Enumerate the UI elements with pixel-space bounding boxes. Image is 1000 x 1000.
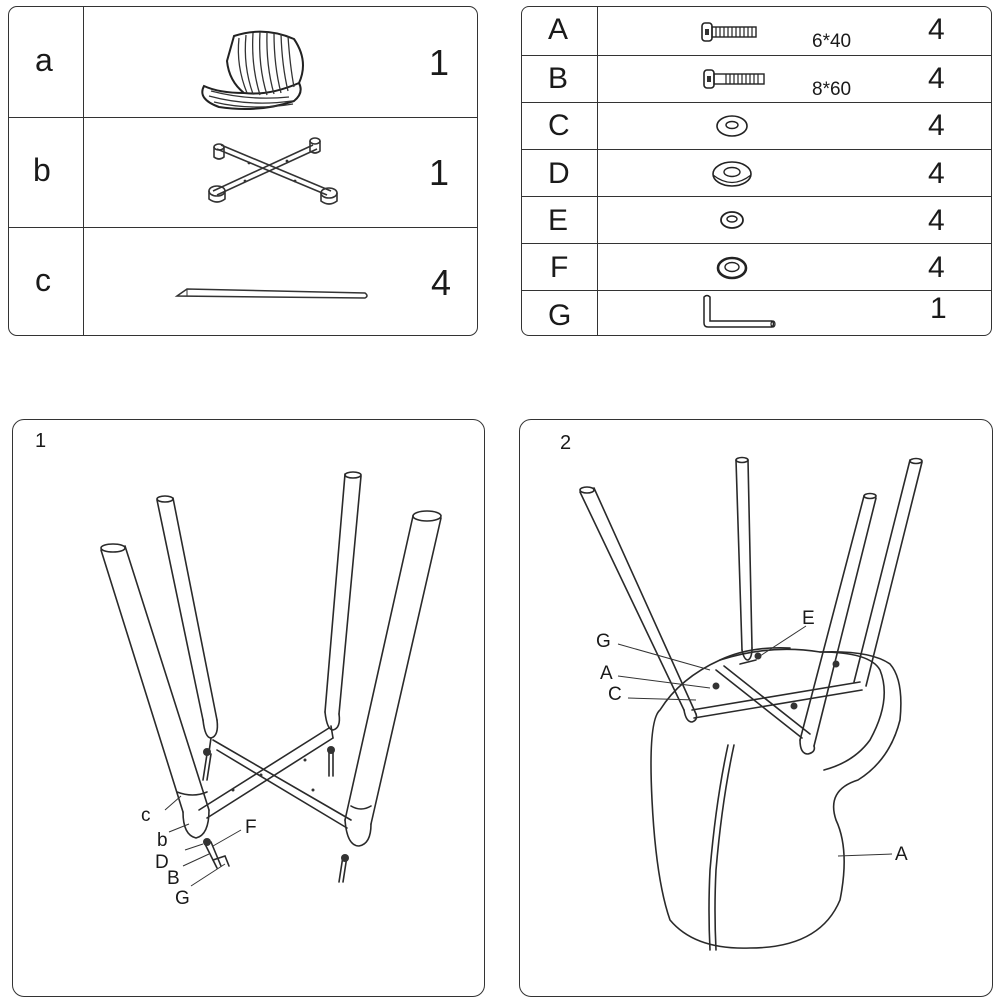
table-divider [9, 117, 477, 118]
table-divider [522, 102, 991, 103]
spring-washer-icon [716, 256, 748, 280]
allen-key-icon [703, 294, 776, 328]
hw-qty-G: 1 [930, 292, 947, 325]
callout-C: C [608, 684, 622, 705]
part-qty-a: 1 [429, 42, 450, 83]
table-divider [9, 227, 477, 228]
step-2-panel: 2 [519, 419, 993, 997]
callout-b: b [157, 830, 168, 851]
callout-G: G [596, 631, 611, 652]
callout-c: c [141, 805, 151, 826]
frame-bar [198, 727, 330, 811]
callout-A: A [600, 663, 613, 684]
seat-seam [708, 744, 729, 951]
callout-D: D [155, 852, 169, 873]
short-bolt-icon [701, 22, 757, 42]
hw-letter-A: A [548, 13, 569, 46]
table-divider [522, 55, 991, 56]
table-divider [522, 243, 991, 244]
leg-3 [799, 495, 865, 741]
leg-tube-icon [174, 288, 368, 299]
hw-letter-F: F [550, 251, 569, 284]
part-letter-b: b [33, 152, 51, 188]
leg-1 [579, 491, 685, 711]
table-divider [83, 7, 84, 335]
hw-letter-G: G [548, 299, 572, 332]
small-washer-icon [720, 211, 744, 229]
table-divider [522, 149, 991, 150]
hw-qty-C: 4 [928, 109, 945, 142]
hw-letter-B: B [548, 62, 569, 95]
part-letter-a: a [35, 42, 53, 78]
large-washer-icon [712, 161, 752, 187]
seat-outline [650, 648, 902, 949]
seat-shell-icon [201, 30, 304, 110]
part-qty-b: 1 [429, 152, 450, 193]
leg-2 [156, 499, 204, 721]
hw-qty-B: 4 [928, 62, 945, 95]
hw-qty-A: 4 [928, 13, 945, 46]
leg-4 [853, 459, 911, 683]
long-bolt-icon [703, 69, 765, 89]
hw-letter-C: C [548, 109, 570, 142]
callout-G: G [175, 888, 190, 909]
hw-qty-F: 4 [928, 251, 945, 284]
parts-table-main: a 1 b 1 c 4 [8, 6, 478, 336]
hw-qty-D: 4 [928, 157, 945, 190]
cross-frame-icon [208, 137, 338, 205]
table-divider [522, 290, 991, 291]
table-divider [597, 7, 598, 335]
leg-2 [735, 459, 743, 651]
step-number: 1 [35, 430, 47, 452]
frame-bar [212, 739, 352, 821]
callout-B: B [167, 868, 180, 889]
step-1-panel: 1 [12, 419, 485, 997]
hw-size-A: 6*40 [812, 31, 852, 52]
hw-size-B: 8*60 [812, 79, 852, 100]
part-letter-c: c [35, 262, 51, 298]
callout-E: E [802, 608, 815, 629]
leg-1 [100, 549, 184, 813]
callout-F: F [245, 817, 257, 838]
table-divider [522, 196, 991, 197]
frame-bar [715, 669, 803, 739]
leg-3 [324, 473, 346, 713]
parts-table-hardware: A 6*40 4 B 8*60 4 C 4 D 4 E 4 F 4 [521, 6, 992, 336]
part-qty-c: 4 [431, 262, 452, 303]
step-number: 2 [560, 432, 572, 454]
leg-4 [344, 515, 414, 821]
hw-letter-D: D [548, 157, 570, 190]
flat-washer-icon [716, 115, 748, 137]
frame-bar [691, 681, 861, 711]
hw-qty-E: 4 [928, 204, 945, 237]
callout-A-seat: A [895, 844, 908, 865]
leg-frame-diagram [100, 471, 442, 887]
seat-assembly-diagram [579, 456, 923, 951]
hw-letter-E: E [548, 204, 569, 237]
